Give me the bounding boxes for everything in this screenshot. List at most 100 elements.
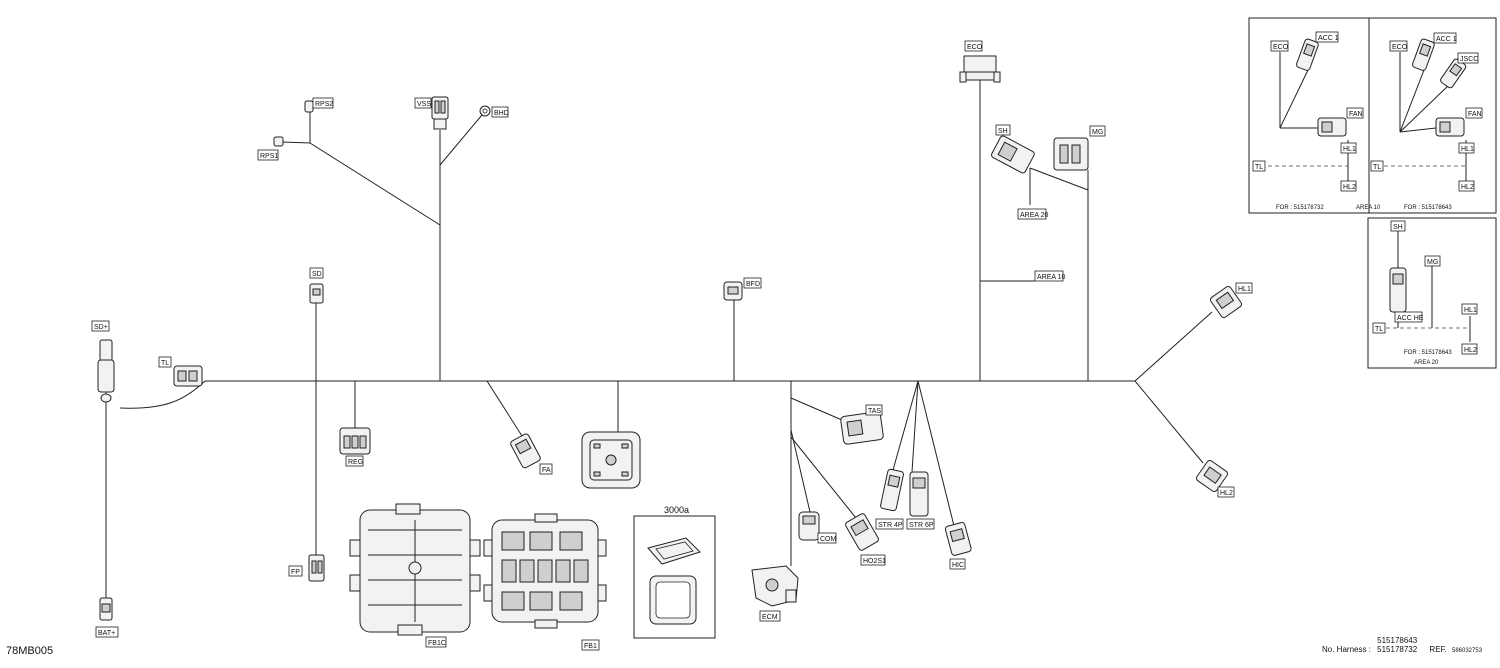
tag-vss: VSS: [414, 97, 432, 109]
inset-a-tag-tl1: TL: [1252, 160, 1266, 172]
tag-bhd: BHD: [491, 106, 509, 118]
inset-a-fan2-text: FAN: [1468, 111, 1482, 118]
fuse-box-cover-fb1c[interactable]: [349, 503, 481, 636]
ho2s1-connector[interactable]: [844, 513, 879, 552]
str-6p-connector[interactable]: [909, 471, 929, 517]
inset-area10-options: ECO ACC 1 FAN HL1 TL HL2 FOR : 515178732…: [1248, 17, 1497, 214]
tag-sd-plus-text: SD+: [94, 324, 108, 331]
fp-connector[interactable]: [308, 554, 325, 582]
tag-bhd-text: BHD: [494, 110, 509, 117]
tag-str4p: STR 4P: [875, 518, 904, 530]
inset-a-acc1-connector-2[interactable]: [1412, 38, 1435, 71]
tag-fa: FA: [539, 463, 553, 475]
inset-b-tag-acc-he: ACC HE: [1394, 311, 1424, 323]
inset-a-hl1-2-text: HL1: [1461, 146, 1474, 153]
inset-a-fan-connector-1[interactable]: [1317, 117, 1347, 137]
hic-connector[interactable]: [944, 522, 972, 556]
tag-tas-text: TAS: [868, 408, 881, 415]
inset-a-fan1-text: FAN: [1349, 111, 1363, 118]
sd-plus-fuse-connector[interactable]: [97, 339, 115, 406]
inset-a-tl2-text: TL: [1373, 164, 1381, 171]
tag-sh-text: SH: [998, 128, 1008, 135]
bfd-connector[interactable]: [723, 281, 743, 301]
inset-a-tag-tl2: TL: [1370, 160, 1384, 172]
mg-connector[interactable]: [1053, 137, 1089, 171]
inset-a-eco2-text: ECO: [1392, 44, 1408, 51]
hl2-connector[interactable]: [1195, 459, 1229, 493]
tag-fb1-text: FB1: [584, 643, 597, 650]
tag-area10-text: AREA 10: [1037, 274, 1066, 281]
inset-a-hl2-2-text: HL2: [1461, 184, 1474, 191]
tag-sd-plus: SD+: [91, 320, 110, 332]
inset-b-tag-hl1: HL1: [1461, 303, 1478, 315]
tag-fp-text: FP: [291, 569, 300, 576]
vss-connector[interactable]: [431, 96, 449, 130]
rps2-terminal[interactable]: [304, 100, 314, 113]
tag-str6p: STR 6P: [906, 518, 935, 530]
bat-plus-connector[interactable]: [99, 597, 113, 621]
inset-a-jscc-text: JSCC: [1460, 56, 1478, 63]
inset-b-hl1-text: HL1: [1464, 307, 1477, 314]
tag-hl2-text: HL2: [1220, 490, 1233, 497]
inset-a-tag-acc1-1: ACC 1: [1315, 31, 1339, 43]
tag-com: COM: [817, 532, 837, 544]
harness-number-2: 515178732: [1377, 645, 1418, 654]
tag-mg: MG: [1089, 125, 1106, 137]
harness-info: No. Harness : 515178643 515178732 REF. 5…: [1322, 636, 1482, 656]
tag-sd: SD: [309, 267, 324, 279]
inset-b-for-text: FOR : 515178643: [1404, 350, 1452, 356]
tag-fb1: FB1: [581, 639, 600, 651]
sd-connector[interactable]: [309, 283, 324, 304]
tag-rps1-text: RPS1: [260, 153, 278, 160]
inset-a-tl1-text: TL: [1255, 164, 1263, 171]
tas-connector[interactable]: [840, 411, 884, 445]
inset-a-hl2-1-text: HL2: [1343, 184, 1356, 191]
str-4p-connector[interactable]: [880, 468, 904, 512]
tag-hl1: HL1: [1235, 282, 1253, 294]
fuse-box-fb1[interactable]: [483, 513, 607, 629]
harness-wires: [105, 80, 1213, 598]
tag-rps2: RPS2: [312, 97, 334, 109]
inset-a-for1-text: FOR : 515178732: [1276, 205, 1324, 211]
tag-fb1c-text: FB1C: [428, 640, 446, 647]
fa-connector[interactable]: [510, 433, 542, 469]
hl1-connector[interactable]: [1209, 285, 1243, 319]
com-connector[interactable]: [798, 511, 820, 541]
figure-code: 78MB005: [6, 645, 54, 657]
rps1-terminal[interactable]: [273, 136, 284, 147]
tag-eco-text: ECO: [967, 44, 983, 51]
eco-connector[interactable]: [959, 55, 1001, 83]
inset-a-tag-jscc: JSCC: [1457, 52, 1479, 64]
tag-reg: REG: [345, 455, 364, 467]
bhd-ring-terminal[interactable]: [479, 105, 491, 117]
tag-area10: AREA 10: [1034, 270, 1066, 282]
tag-ho2s1: HO2S1: [860, 554, 886, 566]
inset-b-acc-he-connector[interactable]: [1389, 267, 1407, 313]
inset-b-acc-he-text: ACC HE: [1397, 315, 1424, 322]
tag-hic-text: HIC: [952, 562, 964, 569]
reg-connector[interactable]: [339, 427, 371, 455]
inset-a-eco1-text: ECO: [1273, 44, 1289, 51]
tag-area20-text: AREA 20: [1020, 212, 1049, 219]
sh-connector[interactable]: [990, 135, 1035, 174]
inset-a-tag-acc1-2: ACC 1: [1433, 32, 1457, 44]
inset-a-jscc-connector[interactable]: [1439, 58, 1467, 89]
inset-a-fan-connector-2[interactable]: [1435, 117, 1465, 137]
ref-group: REF. 586032753: [1419, 636, 1482, 656]
tl-connector[interactable]: [173, 365, 203, 387]
ecm-connector[interactable]: [751, 565, 799, 607]
inset-a-tag-eco2: ECO: [1389, 40, 1408, 52]
inset-b-tag-sh: SH: [1390, 220, 1406, 232]
tag-str4p-text: STR 4P: [878, 522, 903, 529]
tag-reg-text: REG: [348, 459, 363, 466]
tag-vss-text: VSS: [417, 101, 431, 108]
inset-a-area10-text: AREA 10: [1356, 205, 1381, 211]
tag-fa-text: FA: [542, 467, 551, 474]
inset-b-hl2-text: HL2: [1464, 347, 1477, 354]
inset-b-tag-hl2: HL2: [1461, 343, 1478, 355]
fuse-box-harness-connector[interactable]: [581, 431, 641, 489]
inset-b-area20-text: AREA 20: [1414, 360, 1439, 366]
tag-rps1: RPS1: [257, 149, 279, 161]
tag-tl: TL: [158, 356, 172, 368]
inset-a-acc1-connector-1[interactable]: [1296, 38, 1319, 71]
